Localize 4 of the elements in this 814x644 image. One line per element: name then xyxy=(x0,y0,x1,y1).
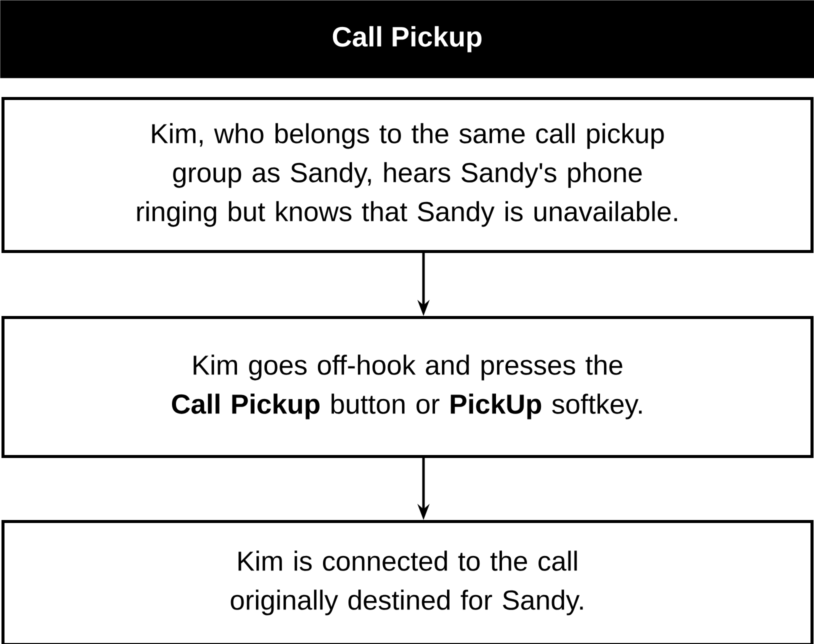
process-box: Kim goes off-hook and presses the Call Pickup button or PickUp softkey. xyxy=(2,316,814,458)
title-bar: Call Pickup xyxy=(0,0,814,78)
process-box: Kim, who belongs to the same call pickup group as Sandy, hears Sandy's phone ringing but knows that Sandy is unavailable. xyxy=(2,97,814,253)
process-box: Kim is connected to the call originally destined for Sandy. xyxy=(2,520,814,644)
